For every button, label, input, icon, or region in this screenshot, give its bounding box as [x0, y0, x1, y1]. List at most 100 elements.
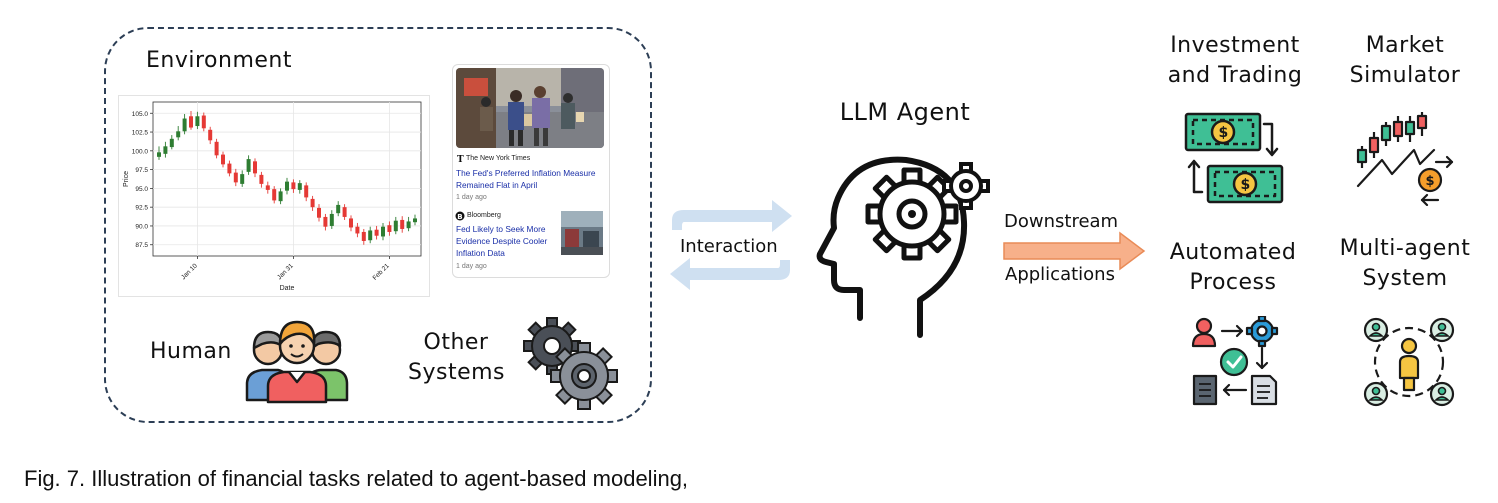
candle-body	[329, 213, 334, 226]
y-axis-title: Price	[123, 171, 130, 187]
app-investment-label-line1: Investment	[1170, 33, 1300, 58]
candle-body	[278, 191, 283, 202]
downstream-label: Downstream	[1004, 211, 1119, 232]
app-investment-label-line2: and Trading	[1167, 63, 1303, 88]
y-tick-label: 95.0	[135, 186, 148, 193]
candle-body	[336, 204, 341, 214]
applications-label: Applications	[1005, 264, 1115, 285]
x-axis-title: Date	[280, 285, 295, 292]
app-market-label-line1: Market	[1365, 33, 1445, 58]
candle-body	[272, 189, 277, 201]
candle-body	[157, 152, 161, 157]
candle-body	[400, 219, 405, 229]
y-tick-label: 102.5	[132, 130, 149, 137]
environment-box	[104, 27, 652, 423]
y-tick-label: 100.0	[132, 148, 149, 155]
candle-body	[182, 118, 187, 132]
candle-body	[323, 216, 328, 227]
candle-body	[163, 146, 168, 154]
x-tick-label: Feb 21	[372, 262, 392, 282]
news-headline-2-line3[interactable]: Inflation Data	[456, 248, 505, 258]
y-tick-label: 92.5	[135, 205, 148, 212]
candle-body	[355, 226, 360, 234]
y-tick-label: 87.5	[135, 242, 148, 249]
brain-gear-head-icon	[816, 156, 990, 338]
svg-text:T: T	[457, 155, 464, 164]
svg-text:B: B	[457, 213, 462, 221]
candle-body	[317, 207, 321, 218]
app-automated-label-line1: Automated	[1169, 240, 1297, 265]
candle-body	[208, 129, 213, 141]
candle-body	[176, 131, 181, 138]
candle-body	[265, 185, 270, 190]
y-tick-label: 90.0	[135, 223, 148, 230]
candle-body	[253, 161, 257, 174]
candle-body	[291, 182, 296, 190]
environment-title: Environment	[146, 48, 292, 73]
candle-body	[361, 231, 366, 241]
x-tick-label: Jan 31	[276, 262, 295, 281]
svg-text:$: $	[1426, 174, 1435, 189]
news-time-1: 1 day ago	[456, 194, 487, 201]
news-time-2: 1 day ago	[456, 263, 487, 270]
downstream-arrow-icon	[1003, 231, 1146, 271]
news-headline-1-line2[interactable]: Remained Flat in April	[456, 180, 538, 190]
candle-body	[406, 221, 411, 229]
multi-agent-icon	[1363, 317, 1455, 407]
candle-body	[240, 174, 245, 184]
plot-frame	[152, 101, 422, 257]
app-automated-label-line2: Process	[1189, 270, 1277, 295]
candle-body	[368, 230, 373, 241]
news-headline-2-line1[interactable]: Fed Likely to Seek More	[456, 224, 546, 234]
human-label: Human	[150, 339, 232, 364]
svg-text:$: $	[1241, 177, 1251, 193]
money-exchange-icon: $ $	[1184, 112, 1284, 204]
candle-body	[169, 138, 174, 148]
nyt-logo-icon: T	[457, 155, 464, 164]
candle-body	[304, 185, 309, 198]
candle-body	[195, 116, 200, 127]
candle-body	[227, 163, 232, 174]
bloomberg-logo-icon: B	[455, 211, 465, 221]
news-source-nyt: The New York Times	[466, 155, 531, 162]
candle-body	[349, 218, 353, 228]
street-photo-image	[456, 68, 604, 148]
candle-body	[233, 172, 238, 183]
candle-body	[259, 174, 264, 184]
figure-caption: Fig. 7. Illustration of financial tasks …	[24, 466, 689, 491]
candle-body	[310, 198, 315, 208]
app-multiagent-label-line1: Multi-agent	[1339, 236, 1471, 261]
candle-body	[189, 116, 193, 128]
y-tick-label: 105.0	[132, 111, 149, 118]
news-photo	[456, 68, 604, 148]
people-group-icon	[245, 320, 349, 404]
app-multiagent-label-line2: System	[1362, 266, 1448, 291]
other-systems-label-line2: Systems	[408, 360, 505, 385]
other-systems-label-line1: Other	[423, 330, 489, 355]
automated-process-icon	[1191, 316, 1279, 406]
gears-icon	[523, 317, 618, 410]
candle-body	[297, 183, 302, 190]
news-headline-2-line2[interactable]: Evidence Despite Cooler	[456, 236, 548, 246]
candle-body	[413, 218, 417, 223]
candle-body	[246, 159, 251, 172]
market-simulator-icon: $	[1356, 112, 1454, 206]
candle-body	[221, 154, 225, 165]
svg-text:$: $	[1219, 125, 1229, 141]
x-tick-label: Jan 10	[180, 262, 199, 281]
candle-body	[381, 226, 385, 237]
candle-body	[201, 115, 206, 129]
y-tick-label: 97.5	[135, 167, 148, 174]
interaction-arrows-icon	[670, 200, 792, 290]
interaction-label: Interaction	[680, 236, 778, 257]
candle-body	[285, 181, 289, 191]
agent-title: LLM Agent	[839, 98, 971, 126]
news-thumbnail-image	[561, 211, 603, 255]
candle-body	[342, 207, 347, 217]
news-headline-1-line1[interactable]: The Fed's Preferred Inflation Measure	[456, 168, 596, 178]
candle-body	[374, 229, 379, 236]
candle-body	[393, 220, 398, 232]
candle-body	[387, 225, 392, 232]
